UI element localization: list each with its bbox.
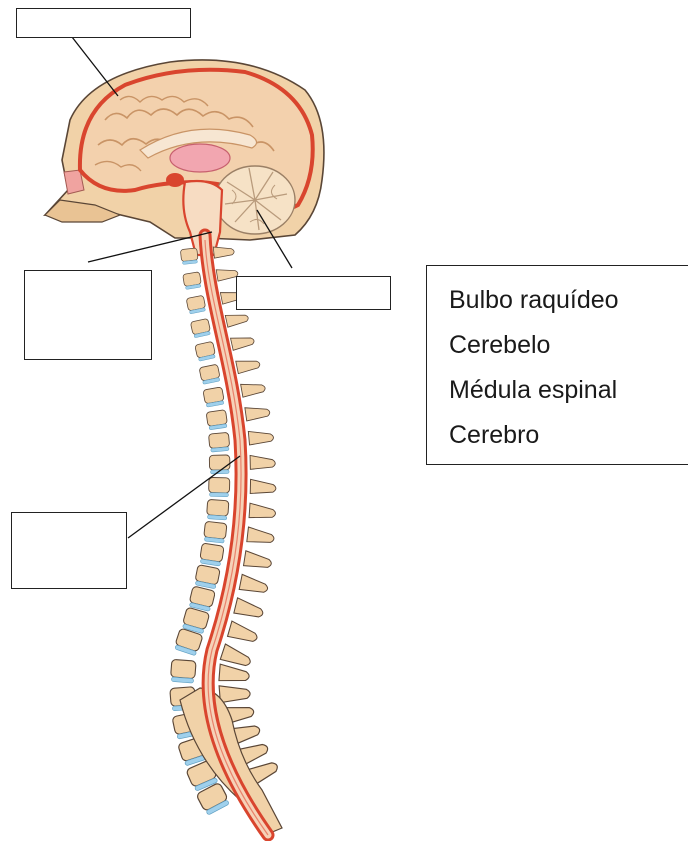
label-box-medulla[interactable] [24,270,152,360]
cerebellum [215,166,295,234]
word-bank: Bulbo raquídeo Cerebelo Médula espinal C… [426,265,688,465]
word-bank-term-cerebelo[interactable]: Cerebelo [449,331,550,360]
word-bank-term-bulbo-raquideo[interactable]: Bulbo raquídeo [449,286,619,315]
leader-line-brain [72,37,118,96]
label-box-spinal-cord[interactable] [11,512,127,589]
label-box-cerebellum[interactable] [236,276,391,310]
word-bank-term-medula-espinal[interactable]: Médula espinal [449,376,617,405]
label-box-brain[interactable] [16,8,191,38]
word-bank-term-cerebro[interactable]: Cerebro [449,421,539,450]
